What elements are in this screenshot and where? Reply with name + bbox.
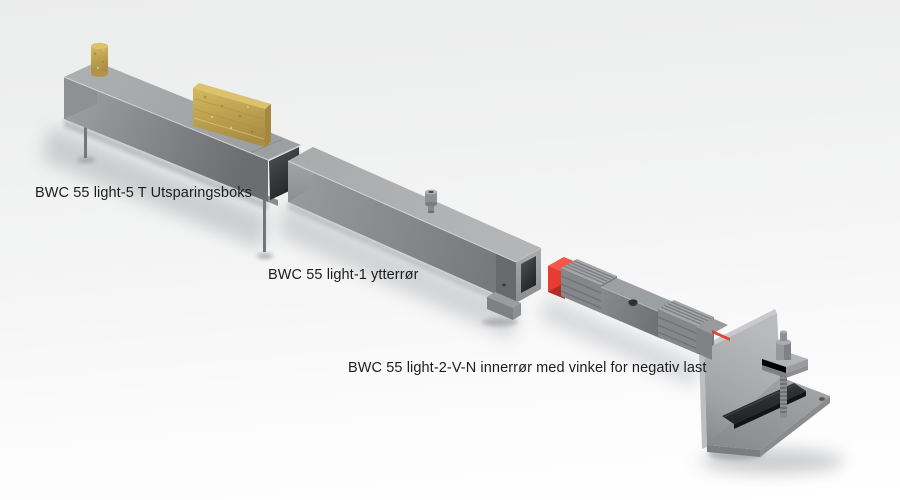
tube-top-face xyxy=(288,147,541,262)
box-leg-right xyxy=(263,194,266,252)
angle-bracket-render xyxy=(699,309,830,457)
part-label-ytterror: BWC 55 light-1 ytterrør xyxy=(268,267,419,283)
mineral-wool-plug xyxy=(91,42,108,77)
hex-bolt-head xyxy=(776,330,791,360)
bracket-plate-face xyxy=(704,313,780,447)
tube-set-screw xyxy=(425,189,437,214)
threaded-rod xyxy=(780,372,787,418)
mineral-wool-block xyxy=(193,83,271,147)
bracket-base-right-edge xyxy=(760,396,830,457)
box-leg-left xyxy=(84,126,87,158)
tube-front-face xyxy=(288,161,516,303)
bracket-base-hole xyxy=(819,397,825,401)
bracket-base-front-edge xyxy=(707,445,760,457)
utsparingsboks-render xyxy=(63,42,302,252)
ytterror-render xyxy=(287,147,542,320)
part-label-utsparingsboks: BWC 55 light-5 T Utsparingsboks xyxy=(35,185,252,201)
tube-side-hole xyxy=(502,283,506,287)
ground-shadows xyxy=(42,119,844,473)
bracket-plate-top-edge xyxy=(702,309,777,350)
part-label-innerror: BWC 55 light-2-V-N innerrør med vinkel f… xyxy=(348,360,707,376)
tube-open-end-interior xyxy=(521,256,536,293)
red-end-cap xyxy=(548,257,581,299)
tube-foot xyxy=(487,292,521,320)
bracket-plate-left-edge xyxy=(699,350,707,449)
red-edge-detail xyxy=(712,330,730,341)
innerror-render xyxy=(548,257,730,360)
inner-tube-end-block xyxy=(696,318,730,360)
box-front-face xyxy=(64,77,268,202)
inner-tube-middle xyxy=(600,278,678,339)
